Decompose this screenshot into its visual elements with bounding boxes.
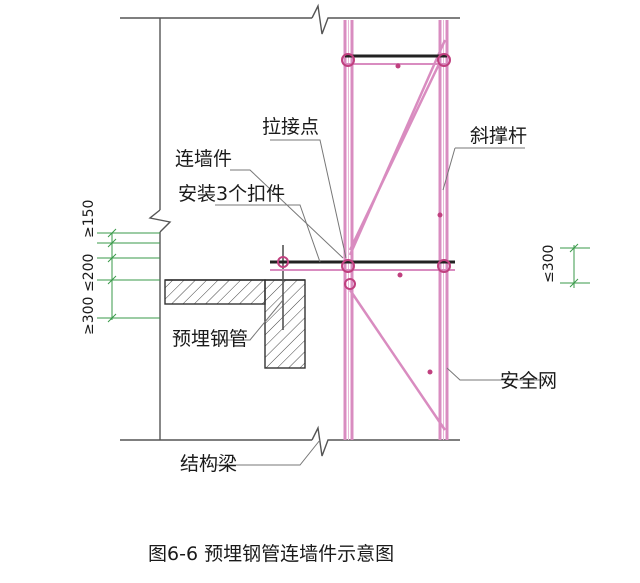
label-safety-net: 安全网: [500, 370, 557, 392]
dim-300-right: ≤300: [541, 245, 557, 283]
label-wall-connector: 连墙件: [175, 148, 232, 170]
leader-lines: [215, 139, 545, 466]
scaffold-standards: [343, 20, 449, 440]
label-embedded-pipe: 预埋钢管: [172, 328, 248, 350]
structure-outline: [120, 3, 460, 457]
middle-ledger: [270, 256, 455, 290]
concrete-slab: [164, 245, 306, 369]
dim-200: ≤200: [81, 254, 97, 292]
figure-caption: 图6-6 预埋钢管连墙件示意图: [148, 543, 394, 565]
left-dimensions: [97, 228, 160, 323]
label-structural-beam: 结构梁: [180, 453, 237, 475]
safety-net-dots: [427, 212, 443, 375]
right-dimensions: [560, 243, 590, 288]
diagonal-braces: [348, 39, 447, 431]
label-tie-point: 拉接点: [262, 116, 319, 138]
label-diagonal-brace: 斜撑杆: [470, 125, 527, 147]
dim-300-left: ≥300: [81, 297, 97, 335]
label-install-fasteners: 安装3个扣件: [178, 183, 285, 205]
top-ledger: [341, 53, 451, 69]
dim-150: ≥150: [81, 200, 97, 238]
